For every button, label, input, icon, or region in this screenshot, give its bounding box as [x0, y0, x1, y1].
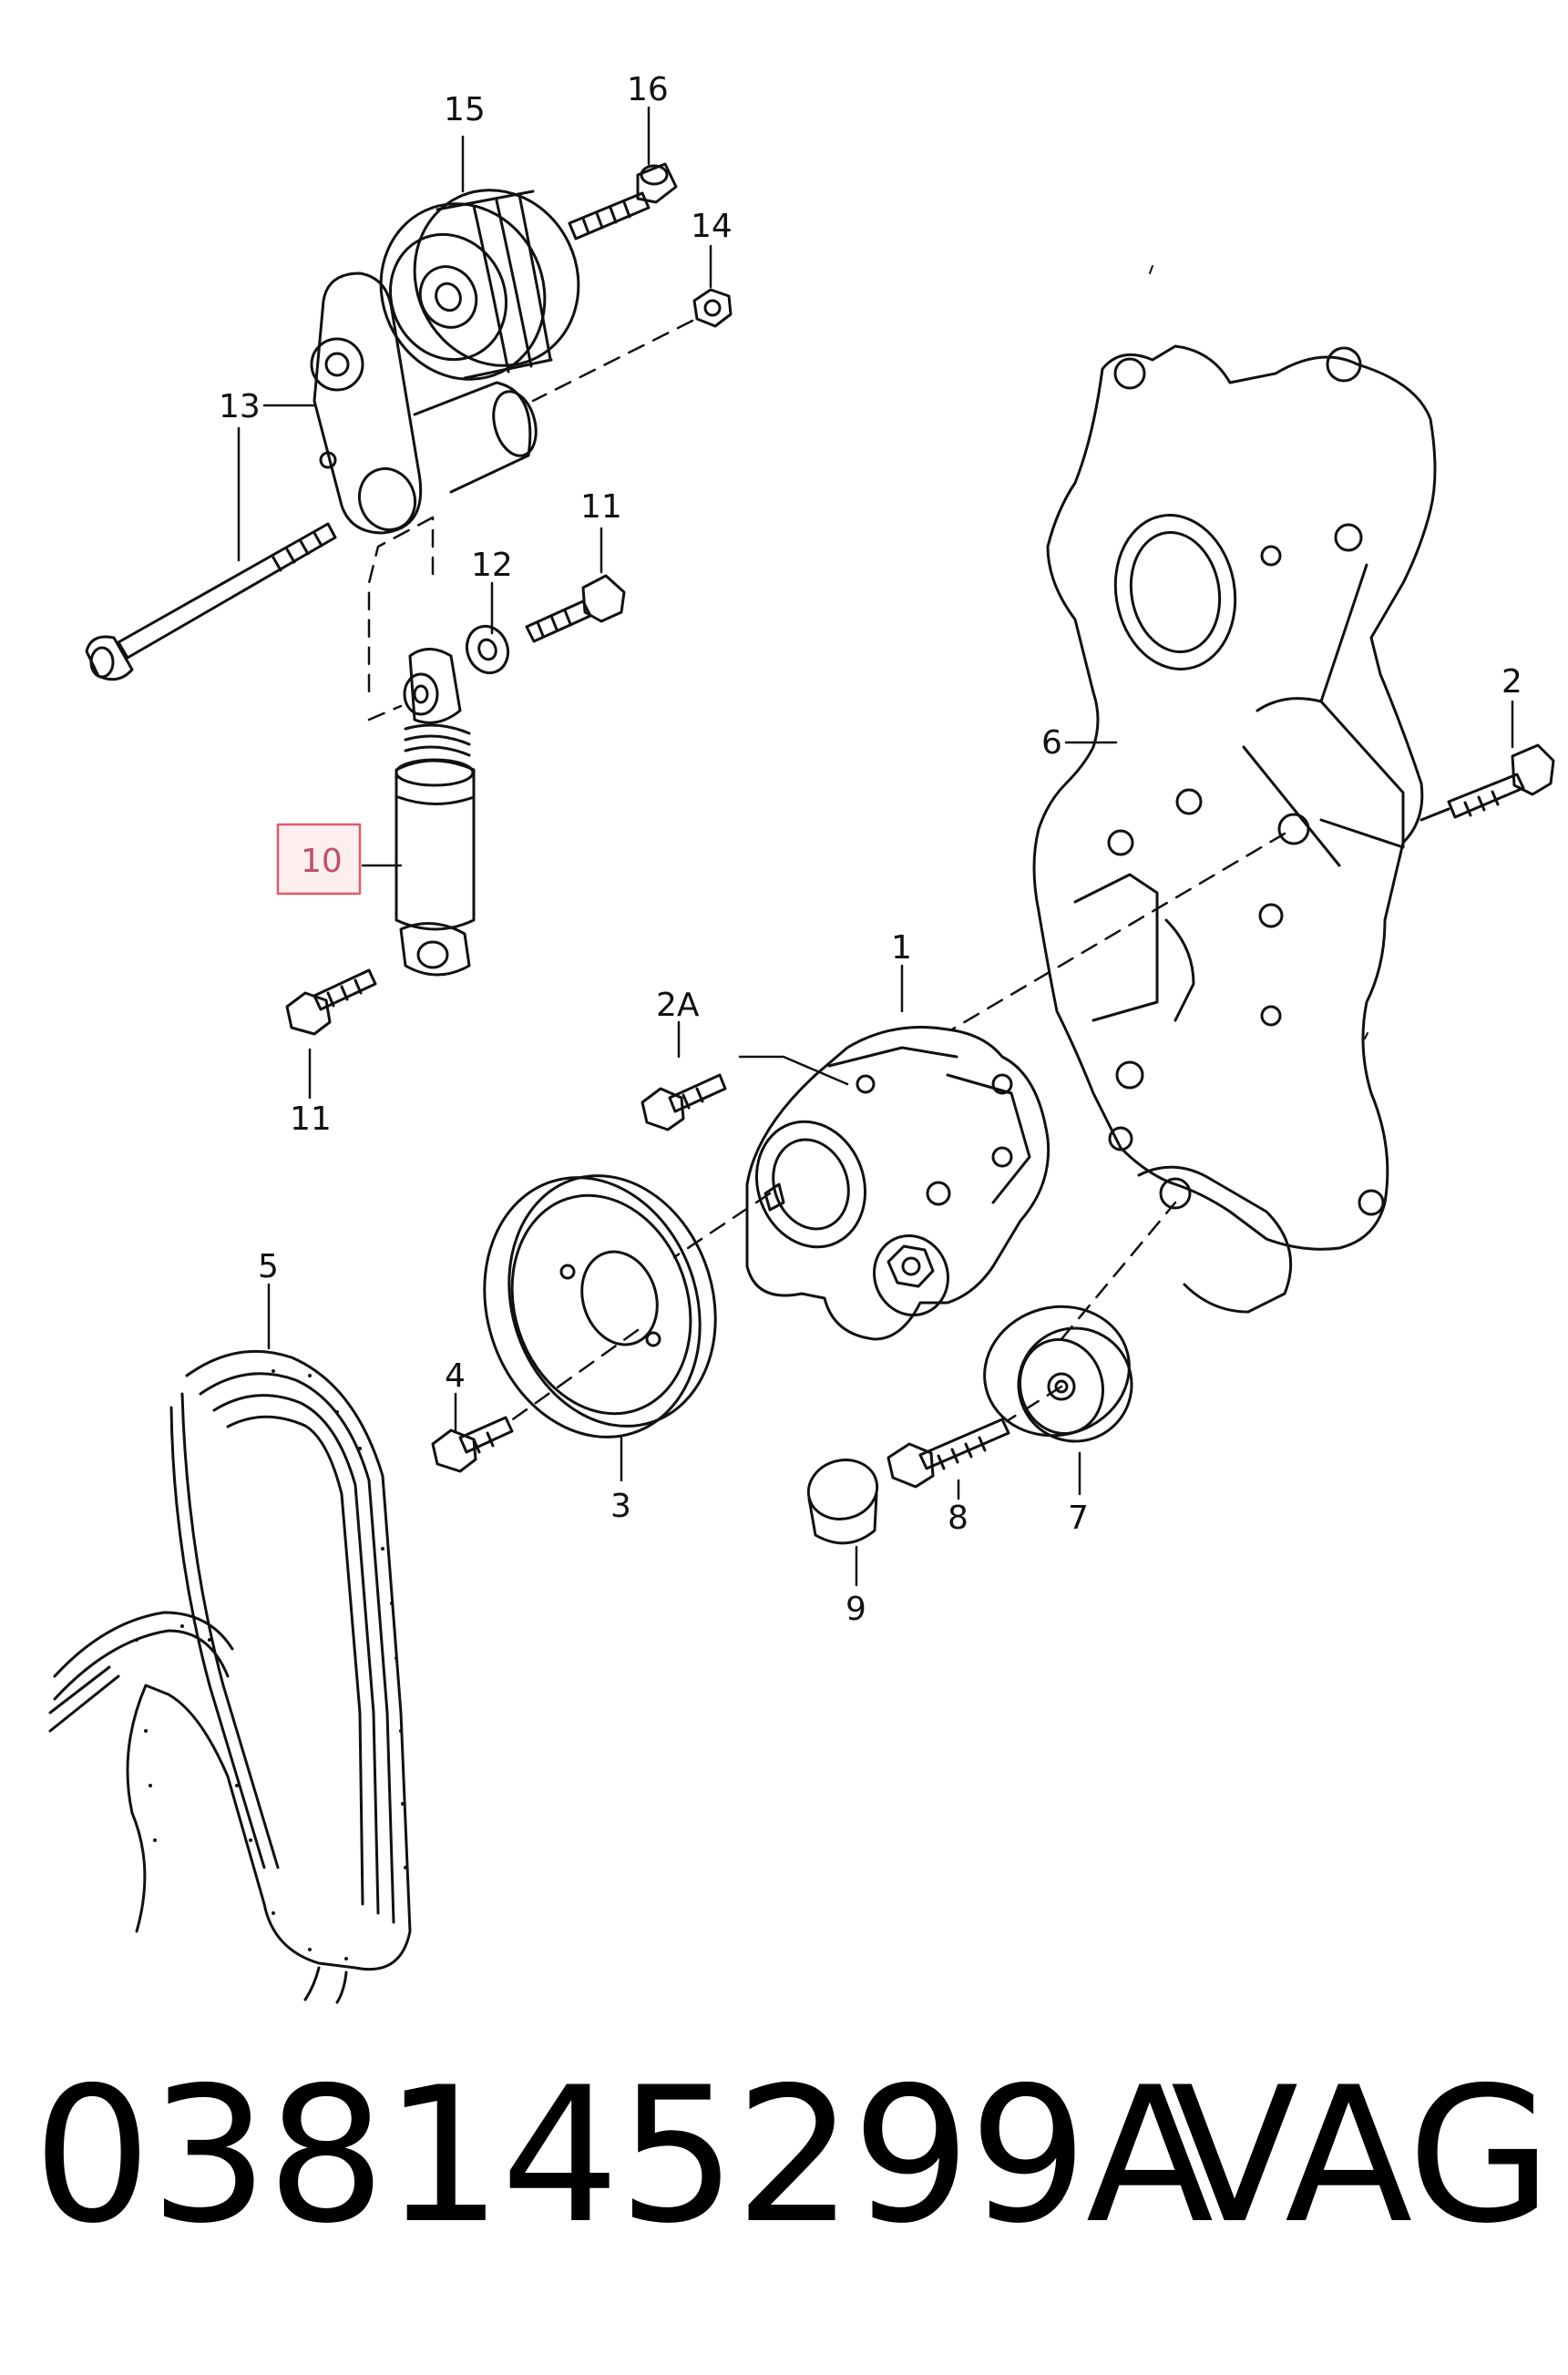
pump — [745, 1026, 1050, 1341]
label-part-16: 16 — [627, 71, 669, 108]
belt-texture — [135, 1369, 407, 1960]
label-part-8: 8 — [948, 1500, 968, 1537]
label-part-11-lower: 11 — [290, 1100, 332, 1138]
pulley-bolt — [568, 162, 678, 241]
damper-bolt-lower — [285, 968, 377, 1036]
pump-pulley — [483, 1174, 717, 1438]
label-part-7: 7 — [1068, 1500, 1089, 1537]
label-part-9: 9 — [845, 1591, 866, 1628]
pulley-fixing-bolt — [431, 1416, 514, 1473]
label-part-15: 15 — [444, 91, 486, 128]
part-number: 038145299A — [33, 2048, 1214, 2265]
label-part-3: 3 — [610, 1488, 631, 1525]
bracket-bolt — [1419, 743, 1555, 822]
label-part-4: 4 — [445, 1357, 466, 1395]
washer — [465, 624, 510, 675]
exploded-parts-diagram: 15 16 14 13 11 12 10 11 2 6 1 2A 5 4 3 7… — [48, 71, 1555, 2004]
label-part-13: 13 — [219, 388, 261, 425]
dust-cap — [806, 1459, 879, 1545]
ribbed-belt — [48, 1349, 412, 2004]
damper-bolt-upper — [525, 574, 626, 643]
label-part-6: 6 — [1041, 724, 1062, 762]
label-part-14: 14 — [691, 208, 733, 245]
label-part-10: 10 — [301, 843, 343, 880]
idler-bolt — [886, 1418, 1010, 1489]
label-part-2: 2 — [1501, 663, 1522, 701]
label-part-11-upper: 11 — [580, 488, 622, 526]
brand-name: VAG — [1171, 2048, 1553, 2265]
engine-bracket — [1032, 344, 1437, 1314]
leader-lines — [237, 106, 1514, 1587]
tensioner-arm — [310, 271, 538, 535]
pump-bolt — [641, 1055, 849, 1131]
tensioner-pulley — [379, 189, 580, 381]
long-bolt — [85, 522, 337, 681]
tension-damper — [395, 648, 476, 977]
highlight-box — [276, 823, 362, 896]
label-part-5: 5 — [258, 1248, 279, 1285]
idler-pulley — [983, 1305, 1133, 1443]
label-part-1: 1 — [891, 929, 912, 967]
label-part-2a: 2A — [656, 987, 700, 1024]
hex-nut — [692, 288, 733, 328]
label-part-12: 12 — [471, 547, 513, 584]
